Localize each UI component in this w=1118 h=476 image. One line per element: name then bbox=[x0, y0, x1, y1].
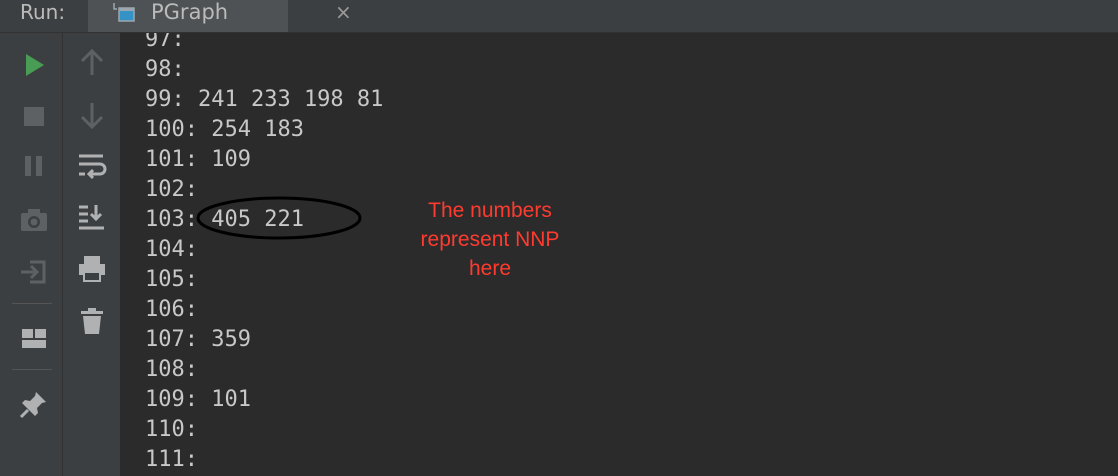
close-icon[interactable]: × bbox=[335, 0, 352, 24]
up-arrow-icon bbox=[76, 47, 108, 79]
annotation-ellipse bbox=[196, 196, 362, 240]
camera-icon[interactable] bbox=[18, 204, 50, 236]
console-line: 107: 359 bbox=[145, 327, 251, 352]
console-line: 100: 254 183 bbox=[145, 117, 304, 142]
console-toolbar bbox=[63, 33, 121, 476]
console-line: 105: bbox=[145, 267, 198, 292]
application-window-icon bbox=[112, 3, 135, 22]
console-line: 101: 109 bbox=[145, 147, 251, 172]
console-output[interactable]: 97: 98: 99: 241 233 198 81 100: 254 183 101:… bbox=[122, 33, 1118, 476]
console-line: 108: bbox=[145, 357, 198, 382]
down-arrow-icon bbox=[76, 99, 108, 131]
run-icon[interactable] bbox=[18, 49, 50, 81]
tab-label: PGraph bbox=[151, 0, 229, 24]
run-panel-label: Run: bbox=[20, 0, 66, 24]
console-line: 110: bbox=[145, 417, 198, 442]
run-tab-bar: Run: PGraph × bbox=[0, 0, 1118, 33]
print-icon[interactable] bbox=[76, 253, 108, 285]
run-toolbar bbox=[0, 33, 63, 476]
toolbar-divider bbox=[12, 369, 52, 370]
console-line: 102: bbox=[145, 177, 198, 202]
console-line: 97: bbox=[145, 33, 185, 52]
pin-icon[interactable] bbox=[18, 388, 50, 420]
pause-icon bbox=[18, 150, 50, 182]
annotation-note: The numbers represent NNP here bbox=[395, 196, 585, 283]
toolbar-divider bbox=[12, 303, 52, 304]
annotation-line: here bbox=[468, 257, 512, 280]
tab-pgraph[interactable]: PGraph × bbox=[88, 0, 352, 32]
login-icon[interactable] bbox=[18, 256, 50, 288]
soft-wrap-icon[interactable] bbox=[76, 150, 108, 182]
console-line: 111: bbox=[145, 447, 198, 472]
console-line: 109: 101 bbox=[145, 387, 251, 412]
console-line: 98: bbox=[145, 57, 185, 82]
stop-icon bbox=[18, 100, 50, 132]
console-line: 103: 405 221 bbox=[145, 207, 304, 232]
console-line: 104: bbox=[145, 237, 198, 262]
layout-icon[interactable] bbox=[18, 323, 50, 355]
scroll-to-end-icon[interactable] bbox=[76, 201, 108, 233]
console-line: 99: 241 233 198 81 bbox=[145, 87, 384, 112]
annotation-line: The numbers bbox=[428, 199, 552, 222]
console-line: 106: bbox=[145, 297, 198, 322]
trash-icon[interactable] bbox=[76, 305, 108, 337]
annotation-line: represent NNP bbox=[420, 228, 560, 251]
